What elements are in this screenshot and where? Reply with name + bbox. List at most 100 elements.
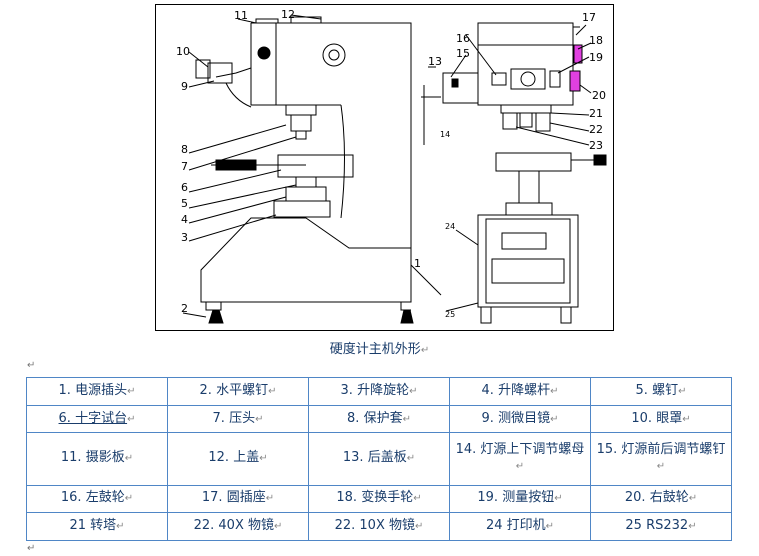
callout-8: 8 (181, 143, 188, 156)
callout-25: 25 (445, 310, 455, 319)
leader-6 (188, 169, 282, 193)
knob-icon (322, 43, 346, 67)
printer-panel (485, 218, 571, 304)
leader-15 (450, 54, 467, 78)
front-base (477, 214, 579, 308)
callout-16: 16 (456, 32, 470, 45)
head-front (250, 23, 277, 106)
callout-5: 5 (181, 197, 188, 210)
leader-4 (188, 196, 287, 224)
callout-4: 4 (181, 213, 188, 226)
table-cell: 7. 压头↵ (167, 404, 309, 434)
leader-9 (188, 80, 215, 88)
table-cell: 1. 电源插头↵ (26, 377, 168, 406)
paragraph-mark-icon: ↵ (420, 345, 430, 356)
table-cell: 16. 左鼓轮↵ (26, 484, 168, 514)
side-view (182, 14, 442, 324)
table-row: 1. 电源插头↵ 2. 水平螺钉↵ 3. 升降旋轮↵ 4. 升降螺杆↵ 5. 螺… (26, 377, 732, 406)
table-cell: 3. 升降旋轮↵ (308, 377, 450, 406)
callout-1: 1 (414, 257, 421, 270)
front-screw-icon (518, 170, 540, 204)
eyepiece-arm (215, 67, 252, 78)
leader-22 (549, 122, 590, 132)
leader-7 (188, 136, 297, 171)
front-view (442, 22, 607, 324)
callout-22: 22 (589, 123, 603, 136)
table-cell: 22. 10X 物镜↵ (308, 512, 450, 541)
handwheel-icon (273, 200, 331, 218)
table-cell: 4. 升降螺杆↵ (449, 377, 591, 406)
keypad-icon (491, 258, 565, 284)
table-cell: 20. 右鼓轮↵ (590, 484, 732, 514)
front-head (477, 22, 574, 106)
indenter-icon (295, 130, 307, 140)
leader-3 (188, 214, 277, 242)
leader-12 (290, 14, 322, 20)
top-cap (255, 18, 279, 23)
figure-caption: 硬度计主机外形↵ (0, 338, 759, 357)
table-cell: 21 转塔↵ (26, 512, 168, 541)
table-row: 11. 摄影板↵ 12. 上盖↵ 13. 后盖板↵ 14. 灯源上下调节螺母↵ … (26, 432, 732, 486)
leader-11 (237, 18, 257, 24)
leader-20 (579, 84, 592, 94)
parts-table: 1. 电源插头↵ 2. 水平螺钉↵ 3. 升降旋轮↵ 4. 升降螺杆↵ 5. 螺… (26, 377, 732, 541)
eyepiece-cable (225, 82, 252, 108)
body-outline (200, 22, 412, 303)
callout-19: 19 (589, 51, 603, 64)
printer-display-icon (501, 232, 547, 250)
table-cell: 9. 测微目镜↵ (449, 404, 591, 434)
callout-12: 12 (281, 8, 295, 21)
table-cell: 6. 十字试台↵ (26, 404, 168, 434)
measuring-unit (510, 68, 546, 90)
left-leveling-screw-icon (208, 309, 224, 324)
table-cell: 2. 水平螺钉↵ (167, 377, 309, 406)
table-row: 6. 十字试台↵ 7. 压头↵ 8. 保护套↵ 9. 测微目镜↵ 10. 眼罩↵ (26, 404, 732, 434)
objective-10x-icon (535, 112, 551, 132)
callout-11: 11 (234, 9, 248, 22)
table-cell: 19. 测量按钮↵ (449, 484, 591, 514)
front-micrometer-icon (593, 154, 607, 166)
eyepiece-icon (207, 62, 233, 84)
right-foot (400, 302, 411, 311)
leader-8 (188, 124, 287, 154)
callout-17: 17 (582, 11, 596, 24)
objective-left-icon (519, 112, 533, 128)
lens-icon (520, 71, 536, 87)
turret-icon (285, 104, 317, 116)
table-cell: 24 打印机↵ (449, 512, 591, 541)
front-left-foot (480, 307, 492, 324)
table-cell: 10. 眼罩↵ (590, 404, 732, 434)
callout-20: 20 (592, 89, 606, 102)
paragraph-mark-icon: ↵ (27, 543, 36, 554)
leader-23 (515, 126, 590, 146)
leader-24 (455, 229, 479, 246)
lamp-housing-icon (442, 72, 479, 104)
callout-13: 13 (428, 55, 442, 68)
callout-6: 6 (181, 181, 188, 194)
power-socket-icon (257, 46, 271, 60)
left-foot (205, 302, 222, 311)
leader-2 (182, 312, 207, 318)
eyecup-icon (195, 59, 211, 79)
callout-23: 23 (589, 139, 603, 152)
front-turret-icon (500, 104, 552, 114)
leader-10 (188, 51, 209, 68)
measure-button-icon (549, 70, 561, 88)
hardness-tester-drawing: 1 2 3 4 5 6 7 8 9 10 11 12 13 14 15 16 1… (176, 8, 607, 324)
callouts: 1 2 3 4 5 6 7 8 9 10 11 12 13 14 15 16 1… (176, 8, 606, 319)
right-drum-icon (569, 70, 581, 92)
callout-14: 14 (440, 130, 450, 139)
table-row: 21 转塔↵ 22. 40X 物镜↵ 22. 10X 物镜↵ 24 打印机↵ 2… (26, 512, 732, 541)
leader-5 (188, 184, 297, 209)
objective-40x-icon (502, 112, 518, 130)
front-right-foot (560, 307, 572, 324)
left-drum-icon (491, 72, 507, 86)
stage-post (295, 176, 317, 188)
callout-9: 9 (181, 80, 188, 93)
leader-25 (445, 302, 479, 312)
throat-curve (340, 104, 345, 219)
right-leveling-screw-icon (400, 309, 414, 324)
front-stage-icon (495, 152, 572, 172)
table-cell: 11. 摄影板↵ (26, 432, 168, 486)
leader-1 (410, 264, 442, 296)
